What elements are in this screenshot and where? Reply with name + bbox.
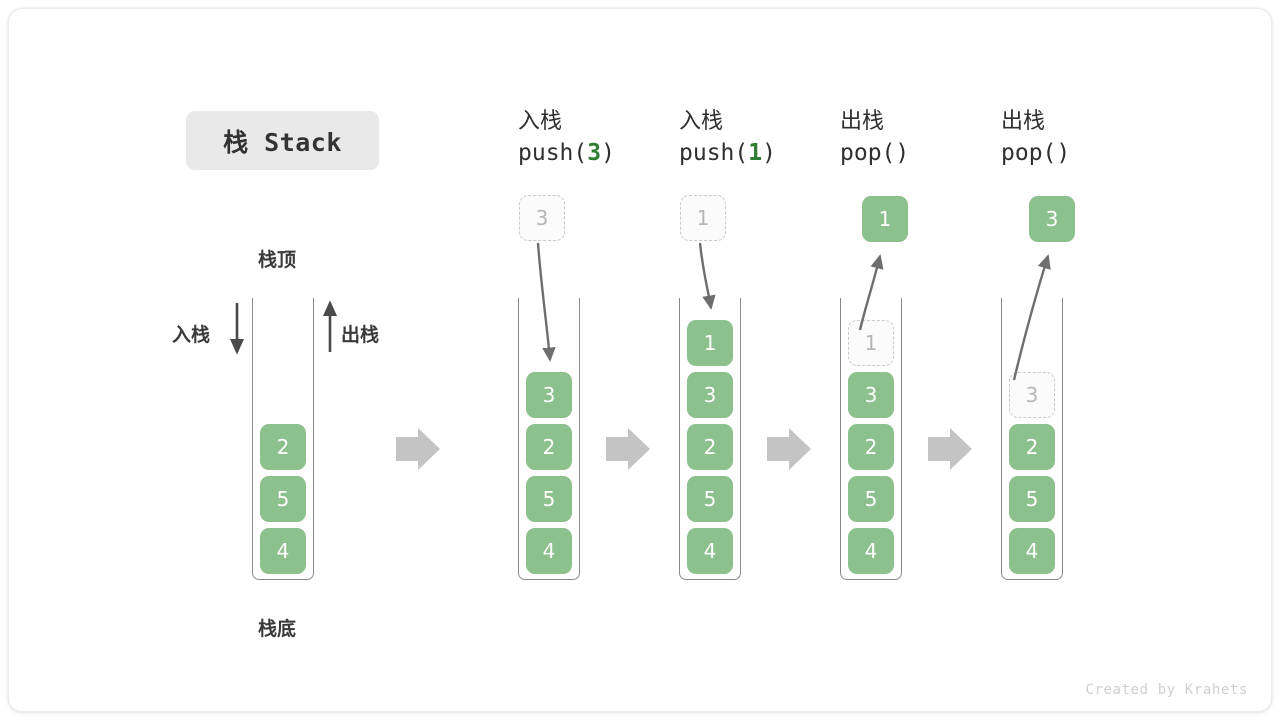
stack-item: 2 <box>526 424 572 470</box>
pop-direction-label: 出栈 <box>341 324 380 346</box>
code-suffix: ) <box>762 140 776 166</box>
stack-item: 2 <box>1009 424 1055 470</box>
step-op-code: push(1) <box>679 137 839 169</box>
title-chip: 栈 Stack <box>186 111 379 170</box>
stack-bottom-label: 栈底 <box>258 618 297 640</box>
stack-item: 4 <box>260 528 306 574</box>
code-prefix: pop( <box>1001 140 1057 166</box>
stack-item: 3 <box>848 372 894 418</box>
code-prefix: push( <box>518 140 588 166</box>
step-header-pop-3: 出栈 pop() <box>1001 107 1161 169</box>
popped-value-box: 3 <box>1029 196 1075 242</box>
stack-tube-initial <box>252 298 314 580</box>
step-header-push-3: 入栈 push(3) <box>518 107 678 169</box>
stack-item: 2 <box>848 424 894 470</box>
stack-item: 1 <box>687 320 733 366</box>
step-op-code: pop() <box>1001 137 1161 169</box>
stack-item: 2 <box>260 424 306 470</box>
stack-item: 4 <box>526 528 572 574</box>
step-op-cn: 出栈 <box>840 109 885 134</box>
code-suffix: ) <box>895 140 910 166</box>
stack-item: 5 <box>1009 476 1055 522</box>
stack-item: 4 <box>687 528 733 574</box>
popped-value-box: 1 <box>862 196 908 242</box>
step-op-code: push(3) <box>518 137 678 169</box>
code-suffix: ) <box>1056 140 1071 166</box>
floating-value-box: 1 <box>680 195 726 241</box>
step-op-cn: 入栈 <box>518 109 563 134</box>
stack-item: 2 <box>687 424 733 470</box>
push-direction-label: 入栈 <box>172 324 211 346</box>
stack-item: 4 <box>848 528 894 574</box>
code-prefix: pop( <box>840 140 896 166</box>
step-op-cn: 入栈 <box>679 109 724 134</box>
stack-tube-step-4 <box>1001 298 1063 580</box>
stack-top-label: 栈顶 <box>258 249 297 271</box>
stack-item: 5 <box>260 476 306 522</box>
stack-item: 5 <box>687 476 733 522</box>
step-header-push-1: 入栈 push(1) <box>679 107 839 169</box>
stack-item: 5 <box>848 476 894 522</box>
step-op-code: pop() <box>840 137 1000 169</box>
stack-item: 5 <box>526 476 572 522</box>
code-prefix: push( <box>679 140 749 166</box>
credit-text: Created by Krahets <box>1085 682 1248 698</box>
code-arg: 1 <box>748 140 763 166</box>
step-op-cn: 出栈 <box>1001 109 1046 134</box>
stack-item: 4 <box>1009 528 1055 574</box>
vacated-slot-box: 3 <box>1009 372 1055 418</box>
stack-tube-step-2 <box>679 298 741 580</box>
stack-item: 3 <box>687 372 733 418</box>
vacated-slot-box: 1 <box>848 320 894 366</box>
step-header-pop-1: 出栈 pop() <box>840 107 1000 169</box>
code-arg: 3 <box>587 140 602 166</box>
code-suffix: ) <box>601 140 615 166</box>
stack-item: 3 <box>526 372 572 418</box>
stack-tube-step-1 <box>518 298 580 580</box>
stack-tube-step-3 <box>840 298 902 580</box>
floating-value-box: 3 <box>519 195 565 241</box>
